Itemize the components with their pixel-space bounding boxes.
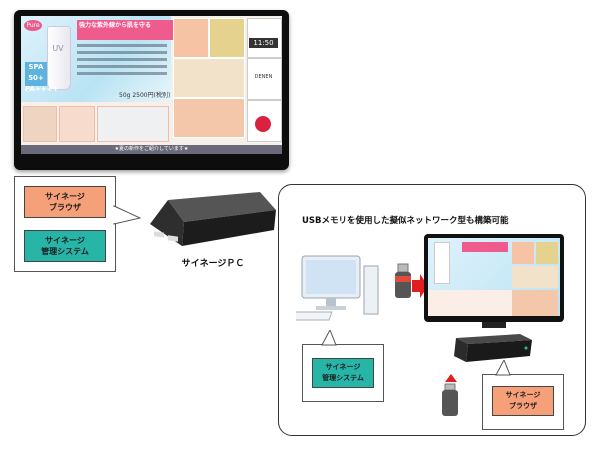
usb-memory-icon [442, 374, 458, 416]
ad-logo: Pure [24, 20, 42, 31]
ad-price: 50g 2500円(税別) [119, 92, 171, 99]
signage-browser-box: サイネージ ブラウザ [24, 186, 106, 218]
thumbnail [173, 58, 245, 98]
signage-screen: Pure UV SPA 50+ PA++++ 強力な紫外線から肌を守る 50g … [21, 16, 282, 154]
ad-copy-line [77, 72, 167, 75]
product-tube-label: UV [52, 44, 64, 53]
signage-pc-icon [454, 334, 532, 362]
ad-spf-badge: SPA 50+ PA++++ [25, 62, 59, 93]
thumbnail [536, 242, 558, 264]
desktop-pc-icon [296, 255, 379, 321]
product-tube-image [47, 26, 71, 90]
ad-copy-line [77, 65, 167, 68]
signage-manager-box: サイネージ 管理システム [312, 358, 374, 388]
ad-product-row [428, 290, 512, 316]
nav-button[interactable] [255, 116, 271, 132]
thumbnail [173, 18, 209, 58]
product-image [23, 106, 57, 142]
thumbnail [209, 18, 245, 58]
usb-memory-icon [395, 263, 411, 298]
brand-panel [247, 58, 282, 100]
ad-copy-line [77, 44, 167, 47]
callout-tail [495, 360, 511, 376]
ad-headline: 強力な紫外線から肌を守る [77, 20, 173, 40]
callout-tail [113, 205, 142, 225]
thumbnail-grid [173, 18, 245, 140]
ad-headline-small [462, 242, 508, 252]
panel-title: USBメモリを使用した擬似ネットワーク型も構築可能 [302, 216, 509, 226]
ad-copy-line [77, 58, 167, 61]
thumbnail [512, 290, 558, 316]
signage-browser-label: サイネージ ブラウザ [505, 391, 541, 410]
ad-product-row [21, 102, 171, 145]
signage-pc-label: サイネージＰＣ [181, 259, 245, 269]
thumbnail [512, 242, 534, 264]
product-image [97, 106, 169, 142]
product-image [59, 106, 95, 142]
ad-copy-line [77, 51, 167, 54]
signage-manager-label: サイネージ 管理システム [322, 363, 364, 382]
clock-time: 11:50 [249, 38, 278, 48]
callout-tail [321, 330, 337, 346]
product-tube-image [434, 242, 450, 284]
signage-manager-label: サイネージ 管理システム [41, 236, 89, 256]
signage-pc-icon [150, 192, 276, 246]
signage-browser-label: サイネージ ブラウザ [45, 192, 85, 212]
thumbnail [512, 266, 558, 288]
signage-browser-box: サイネージ ブラウザ [492, 386, 554, 416]
ticker-bar: ★夏の新作をご紹介しています★ [21, 145, 282, 154]
monitor-stand [482, 322, 506, 328]
brand-logo: DENEN [254, 74, 273, 80]
thumbnail [173, 98, 245, 138]
signage-manager-box: サイネージ 管理システム [24, 230, 106, 262]
